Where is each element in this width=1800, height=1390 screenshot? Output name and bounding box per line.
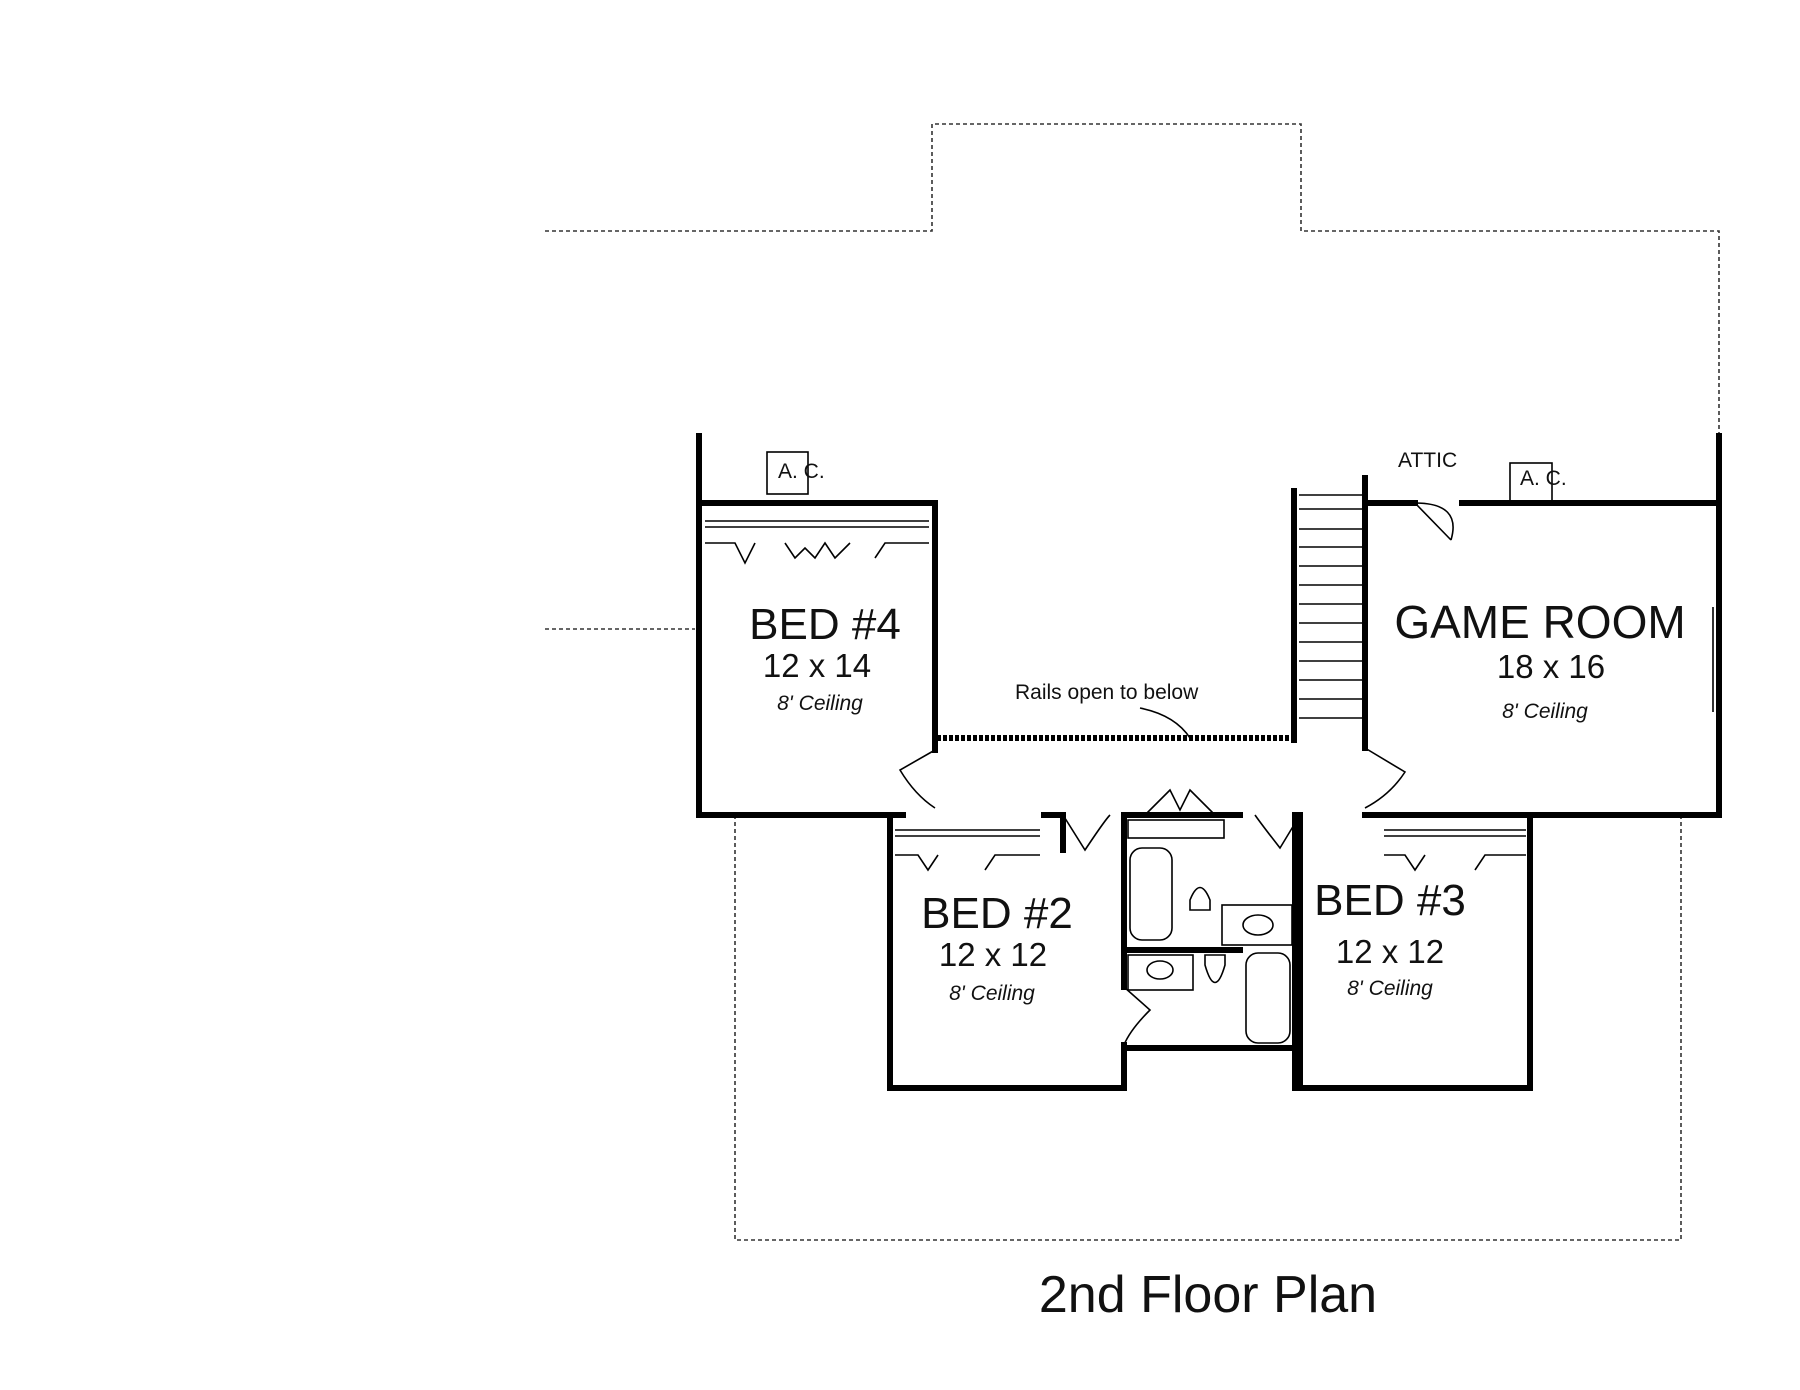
bed4-name: BED #4 (749, 600, 901, 649)
bed3-name: BED #3 (1314, 876, 1466, 925)
bed4-ceiling: 8' Ceiling (777, 692, 863, 715)
bed2-ceiling: 8' Ceiling (949, 982, 1035, 1005)
bed3-ceiling: 8' Ceiling (1347, 977, 1433, 1000)
staircase (1291, 475, 1368, 751)
game-room-name: GAME ROOM (1394, 596, 1685, 648)
ac-label-left: A. C. (778, 460, 825, 483)
ac-unit-right (1509, 462, 1553, 502)
hall-doors (898, 747, 1407, 852)
bed4-size: 12 x 14 (763, 647, 871, 684)
game-room-ceiling: 8' Ceiling (1502, 700, 1588, 723)
ac-label-right: A. C. (1520, 467, 1567, 490)
game-room-size: 18 x 16 (1497, 648, 1605, 685)
bed3-size: 12 x 12 (1336, 933, 1444, 970)
bed2-room (887, 812, 1152, 1091)
plan-title: 2nd Floor Plan (1039, 1266, 1377, 1324)
roof-outline (545, 123, 1720, 1241)
rails-note: Rails open to below (1015, 681, 1199, 704)
bed3-room (1297, 812, 1533, 1091)
railing (937, 707, 1294, 741)
bed2-size: 12 x 12 (939, 936, 1047, 973)
bath-room (1121, 788, 1298, 1091)
ac-unit-left (766, 451, 809, 495)
attic-label: ATTIC (1398, 449, 1457, 472)
bed2-name: BED #2 (921, 889, 1073, 938)
bed4-room (696, 433, 938, 818)
